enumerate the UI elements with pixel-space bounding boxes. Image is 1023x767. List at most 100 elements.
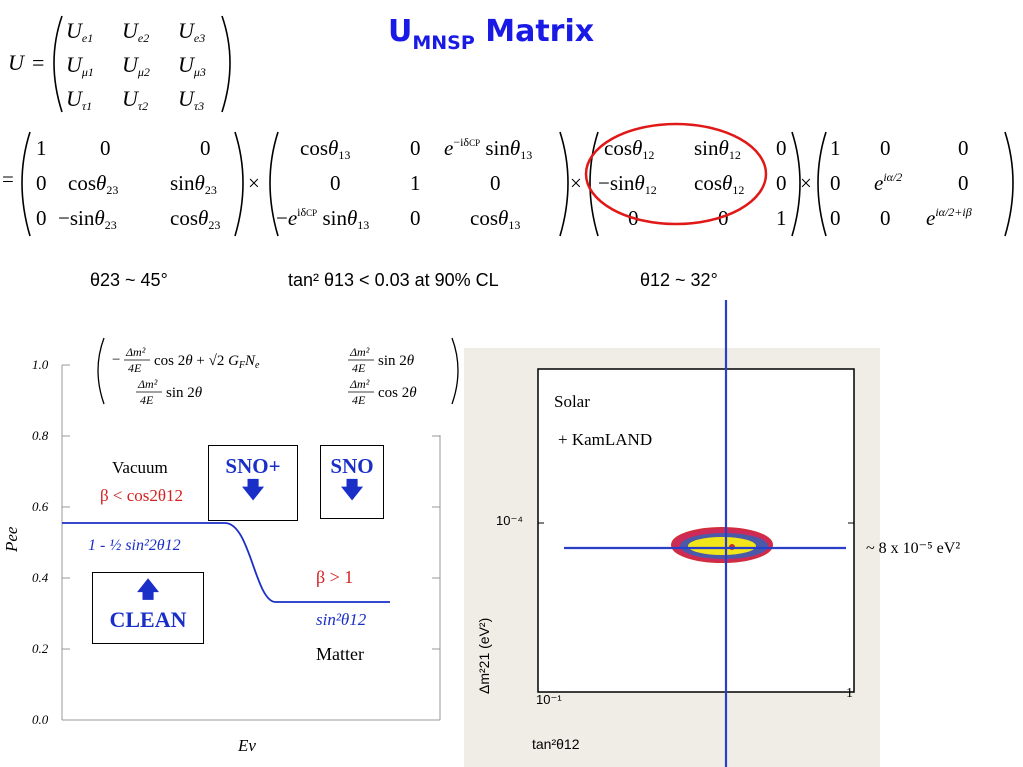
u-symbol: U	[8, 50, 26, 75]
svg-text:Δm²: Δm²	[349, 345, 370, 359]
svg-text:0: 0	[36, 206, 47, 230]
svg-text:1: 1	[410, 171, 421, 195]
svg-text:0: 0	[958, 171, 969, 195]
ytick-label: 0.8	[32, 428, 49, 443]
svg-text:cosθ23: cosθ23	[68, 171, 118, 197]
beta-matter-condition: β > 1	[316, 567, 354, 587]
theta23-value: θ23 ~ 45°	[90, 270, 168, 290]
sno-label: SNO	[330, 454, 374, 478]
up-arrow-icon: 🡅	[136, 577, 160, 602]
svg-text:Δm²: Δm²	[349, 377, 370, 391]
matrix-equations: U = Ue1 Ue2 Ue3 Uμ1 Uμ2 Uμ3 Uτ1 Uτ2 Uτ3 …	[2, 15, 1014, 237]
best-fit-annotation: ~ 8 x 10⁻⁵ eV²	[866, 540, 961, 557]
page-title: UMNSP Matrix	[388, 14, 595, 54]
svg-text:cosθ12: cosθ12	[694, 171, 744, 197]
theta13-limit: tan² θ13 < 0.03 at 90% CL	[288, 270, 499, 290]
svg-text:cosθ23: cosθ23	[170, 206, 220, 232]
y-axis-label: Pee	[2, 526, 21, 552]
x-axis-label: Eν	[238, 736, 256, 755]
down-arrow-icon: 🡇	[340, 477, 364, 502]
svg-text:=: =	[2, 167, 14, 191]
oscillation-contour-plot	[537, 300, 855, 767]
vacuum-formula: 1 - ½ sin²2θ12	[88, 537, 181, 554]
svg-text:Uμ1: Uμ1	[66, 52, 94, 79]
svg-text:eiα/2+iβ: eiα/2+iβ	[926, 205, 972, 230]
sno-plus-label: SNO+	[225, 454, 281, 478]
ytick-label: 0.2	[32, 641, 49, 656]
ytick-label: 1.0	[32, 357, 49, 372]
svg-text:sinθ12: sinθ12	[694, 136, 741, 162]
svg-text:4E: 4E	[128, 361, 142, 375]
svg-text:Uμ2: Uμ2	[122, 52, 150, 79]
theta12-value: θ12 ~ 32°	[640, 270, 718, 290]
svg-text:1: 1	[776, 206, 787, 230]
ytick-label: 10⁻⁴	[496, 513, 523, 528]
svg-text:−: −	[112, 352, 120, 368]
svg-text:Ue3: Ue3	[178, 18, 205, 45]
svg-text:sinθ23: sinθ23	[170, 171, 217, 197]
svg-text:Uτ3: Uτ3	[178, 86, 204, 113]
ytick-label: 0.0	[32, 712, 49, 727]
xtick-label: 1	[846, 686, 853, 701]
svg-text:0: 0	[958, 136, 969, 160]
matter-formula: sin²θ12	[316, 610, 367, 629]
y-axis-label: Δm²21 (eV²)	[476, 617, 492, 694]
ytick-label: 0.6	[32, 499, 49, 514]
svg-text:0: 0	[830, 171, 841, 195]
svg-text:sin 2θ: sin 2θ	[378, 353, 415, 369]
svg-text:4E: 4E	[352, 393, 366, 407]
svg-text:−sinθ12: −sinθ12	[598, 171, 657, 197]
svg-text:Uμ3: Uμ3	[178, 52, 206, 79]
vacuum-label: Vacuum	[112, 458, 168, 477]
svg-text:cos 2θ: cos 2θ	[378, 385, 417, 401]
pee-curve	[62, 522, 390, 603]
svg-text:4E: 4E	[140, 393, 154, 407]
svg-text:1: 1	[830, 136, 841, 160]
svg-text:0: 0	[200, 136, 211, 160]
svg-text:eiα/2: eiα/2	[874, 170, 902, 195]
svg-text:0: 0	[100, 136, 111, 160]
svg-text:0: 0	[830, 206, 841, 230]
svg-text:0: 0	[776, 136, 787, 160]
svg-text:0: 0	[490, 171, 501, 195]
svg-text:1: 1	[36, 136, 47, 160]
svg-text:−sinθ23: −sinθ23	[58, 206, 117, 232]
svg-text:Uτ2: Uτ2	[122, 86, 148, 113]
svg-text:0: 0	[410, 206, 421, 230]
legend-solar: Solar	[554, 392, 590, 411]
beta-vacuum-condition: β < cos2θ12	[100, 486, 184, 505]
survival-probability-plot: − Δm² 4E cos 2θ + √2 GFNe Δm² 4E sin 2θ …	[61, 337, 459, 721]
sno-box: SNO 🡇	[320, 445, 384, 519]
matter-label: Matter	[316, 644, 364, 664]
contour-90	[688, 537, 756, 555]
highlight-ellipse	[584, 122, 768, 226]
svg-text:×: ×	[570, 171, 582, 195]
svg-text:×: ×	[248, 171, 260, 195]
svg-text:cosθ13: cosθ13	[300, 136, 350, 162]
clean-box: 🡅 CLEAN	[92, 572, 204, 644]
svg-text:0: 0	[880, 136, 891, 160]
svg-text:0: 0	[36, 171, 47, 195]
svg-text:Δm²: Δm²	[137, 377, 158, 391]
xtick-label: 10⁻¹	[536, 692, 562, 707]
svg-text:Ue2: Ue2	[122, 18, 149, 45]
down-arrow-icon: 🡇	[241, 477, 265, 502]
ytick-label: 0.4	[32, 570, 49, 585]
svg-text:4E: 4E	[352, 361, 366, 375]
x-axis-label: tan²θ12	[532, 736, 580, 752]
svg-text:sin 2θ: sin 2θ	[166, 385, 203, 401]
svg-text:×: ×	[800, 171, 812, 195]
clean-label: CLEAN	[109, 607, 187, 632]
sno-plus-box: SNO+ 🡇	[208, 445, 298, 521]
svg-text:cosθ13: cosθ13	[470, 206, 520, 232]
svg-text:e−iδCP sinθ13: e−iδCP sinθ13	[444, 135, 532, 162]
svg-text:0: 0	[776, 171, 787, 195]
legend-kamland: + KamLAND	[558, 430, 653, 449]
svg-text:Uτ1: Uτ1	[66, 86, 92, 113]
svg-text:Ue1: Ue1	[66, 18, 93, 45]
svg-text:0: 0	[330, 171, 341, 195]
svg-text:=: =	[32, 50, 44, 75]
svg-text:0: 0	[410, 136, 421, 160]
svg-text:−eiδCP sinθ13: −eiδCP sinθ13	[276, 205, 369, 232]
